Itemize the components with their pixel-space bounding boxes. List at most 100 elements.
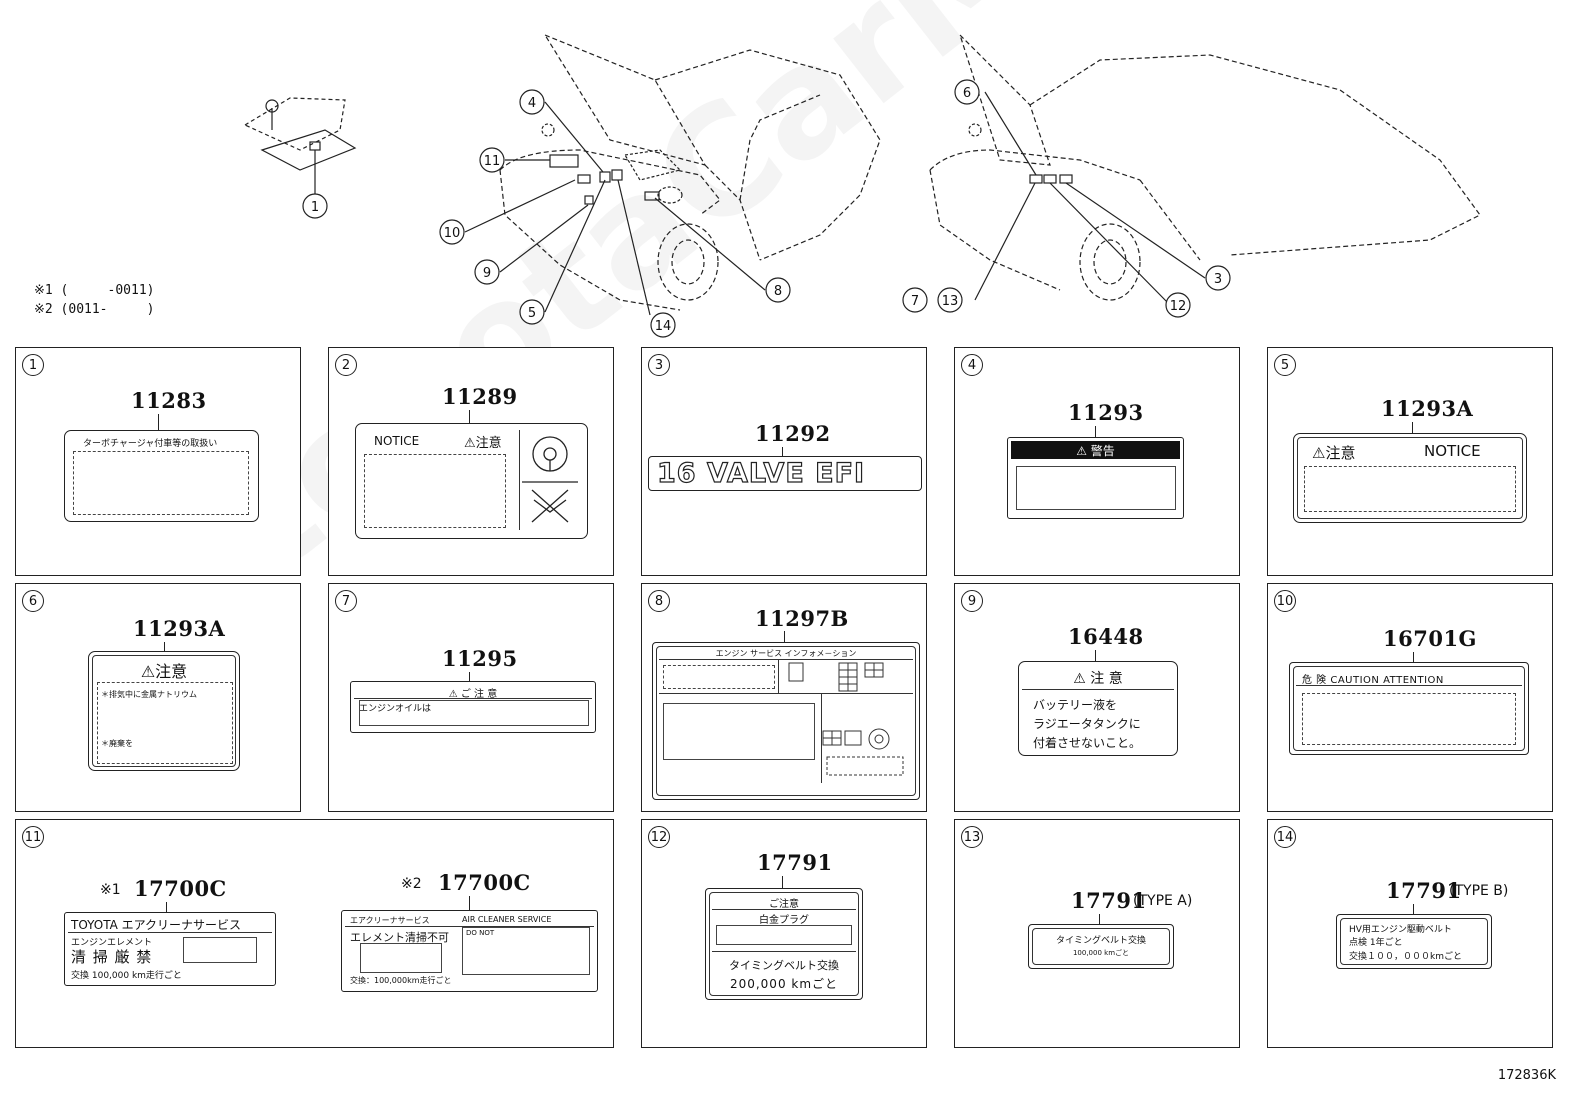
cell-number: 8	[648, 590, 670, 612]
label-line: 100,000 kmごと	[1072, 949, 1130, 957]
label-line: タイミングベルト交換	[729, 959, 839, 972]
part-number-a: 17700C	[134, 876, 227, 901]
callout-1: 1	[302, 193, 328, 219]
label-text: ターボチャージャ付車等の取扱い	[83, 439, 218, 449]
label-17791: ご注意 白金プラグ タイミングベルト交換 200,000 kmごと	[705, 888, 863, 1000]
cell-2: 2 11289 NOTICE ⚠注意	[328, 347, 614, 576]
callout-6: 6	[954, 79, 980, 105]
emblem-16-valve-efi: 16 VALVE EFI	[648, 456, 922, 491]
cell-number: 12	[648, 826, 670, 848]
cell-1: 1 11283 ターボチャージャ付車等の取扱い	[15, 347, 301, 576]
part-number: 11289	[442, 384, 518, 409]
svg-text:8: 8	[774, 284, 782, 299]
wheel-right	[1079, 223, 1141, 301]
cell-6: 6 11293A ⚠注意 ＊排気中に金属ナトリウム ＊廃棄を	[15, 583, 301, 812]
part-number: 11293A	[133, 616, 226, 641]
svg-text:4: 4	[528, 96, 536, 111]
cell-number: 7	[335, 590, 357, 612]
callout-9: 9	[474, 259, 500, 285]
cell-11: 11 ※1 17700C TOYOTA エアクリーナサービス エンジンエレメント…	[15, 819, 614, 1048]
part-number: 17791	[1071, 888, 1147, 913]
label-11297B: エンジン サービス インフォメ－ション	[652, 642, 920, 800]
cell-7: 7 11295 ⚠ ご 注 意 エンジンオイルは	[328, 583, 614, 812]
label-11295: ⚠ ご 注 意 エンジンオイルは	[350, 681, 596, 733]
svg-text:14: 14	[655, 319, 672, 334]
label-11293A: ⚠注意 ＊排気中に金属ナトリウム ＊廃棄を	[88, 651, 240, 771]
label-line: 交換１００，０００kmごと	[1349, 952, 1462, 962]
engine-bay-sketch-left	[499, 33, 881, 311]
part-number: 16448	[1068, 624, 1144, 649]
note-1: ※1 ( -0011)	[34, 283, 155, 298]
cell-13: 13 17791 (TYPE A) タイミングベルト交換 100,000 kmご…	[954, 819, 1240, 1048]
label-17791-type-a: タイミングベルト交換 100,000 kmごと	[1028, 924, 1174, 969]
cell-10: 10 16701G 危 険 CAUTION ATTENTION	[1267, 583, 1553, 812]
callout-12: 12	[1165, 292, 1191, 318]
label-caution-jp: ⚠注意	[464, 436, 502, 451]
cell-number: 2	[335, 354, 357, 376]
note-mark: ※1	[100, 882, 121, 898]
label-17700C-type1: TOYOTA エアクリーナサービス エンジンエレメント 清 掃 厳 禁 交換 1…	[64, 912, 276, 986]
callout-8: 8	[765, 277, 791, 303]
interior-sketch	[243, 97, 357, 195]
label-notice: NOTICE	[1424, 442, 1481, 460]
callout-11: 11	[479, 147, 505, 173]
svg-text:7: 7	[911, 294, 919, 309]
cell-number: 5	[1274, 354, 1296, 376]
type-suffix: (TYPE B)	[1449, 883, 1509, 899]
label-title: 危 険 CAUTION ATTENTION	[1302, 675, 1444, 686]
part-number: 11293A	[1381, 396, 1474, 421]
vehicle-location-illustrations: 1 4 11 10 9 5 14 8 6 7 13 12 3	[243, 33, 1481, 338]
label-line: エレメント清掃不可	[350, 931, 449, 944]
svg-text:11: 11	[484, 154, 501, 169]
svg-text:10: 10	[444, 226, 461, 241]
label-warning: ⚠ 警告	[1076, 444, 1115, 458]
label-line: ご注意	[769, 899, 799, 910]
cell-number: 11	[22, 826, 44, 848]
label-notice: NOTICE	[374, 434, 420, 448]
label-line: ラジエータタンクに	[1033, 717, 1141, 731]
svg-text:13: 13	[942, 294, 959, 309]
label-title: エンジン サービス インフォメ－ション	[715, 649, 857, 658]
label-line: エンジンオイルは	[359, 704, 432, 714]
label-caution-jp: ⚠注意	[140, 662, 188, 681]
part-number: 11297B	[755, 606, 849, 631]
part-number: 17791	[757, 850, 833, 875]
label-caution: ⚠ ご 注 意	[448, 689, 498, 700]
type-suffix: (TYPE A)	[1133, 893, 1193, 909]
label-17791-type-b: HV用エンジン駆動ベルト 点検 1年ごと 交換１００，０００kmごと	[1336, 914, 1492, 969]
cell-4: 4 11293 ⚠ 警告	[954, 347, 1240, 576]
callout-13: 13	[937, 287, 963, 313]
svg-text:5: 5	[528, 306, 536, 321]
label-line: 200,000 kmごと	[729, 977, 839, 991]
part-number: 16701G	[1383, 626, 1477, 651]
engine-bay-sketch-right	[929, 34, 1481, 291]
label-line: 点検 1年ごと	[1349, 938, 1403, 948]
label-caution: ⚠ 注 意	[1073, 671, 1123, 687]
label-16448: ⚠ 注 意 バッテリー液を ラジエータタンクに 付着させないこと。	[1018, 661, 1178, 756]
callout-7: 7	[902, 287, 928, 313]
steering-wheel-icon	[519, 430, 578, 530]
cell-number: 10	[1274, 590, 1296, 612]
svg-text:1: 1	[311, 200, 319, 215]
label-line: 白金プラグ	[759, 915, 809, 926]
part-number: 11283	[131, 388, 207, 413]
callout-4: 4	[519, 89, 545, 115]
cell-3: 3 11292 16 VALVE EFI	[641, 347, 927, 576]
cell-8: 8 11297B エンジン サービス インフォメ－ション	[641, 583, 927, 812]
callout-3: 3	[1205, 265, 1231, 291]
callout-10: 10	[439, 219, 465, 245]
cell-9: 9 16448 ⚠ 注 意 バッテリー液を ラジエータタンクに 付着させないこと…	[954, 583, 1240, 812]
cell-number: 6	[22, 590, 44, 612]
part-number-b: 17700C	[438, 870, 531, 895]
label-16701G: 危 険 CAUTION ATTENTION	[1289, 662, 1529, 755]
part-number: 11293	[1068, 400, 1144, 425]
label-line: 付着させないこと。	[1033, 736, 1142, 750]
svg-text:6: 6	[963, 86, 971, 101]
label-title: TOYOTA エアクリーナサービス	[71, 918, 242, 932]
label-line: タイミングベルト交換	[1055, 936, 1146, 946]
part-number: 17791	[1386, 878, 1462, 903]
cell-number: 1	[22, 354, 44, 376]
label-line: エンジンエレメント	[71, 938, 153, 948]
label-11293A: ⚠注意 NOTICE	[1293, 433, 1527, 523]
label-line: バッテリー液を	[1033, 698, 1118, 712]
